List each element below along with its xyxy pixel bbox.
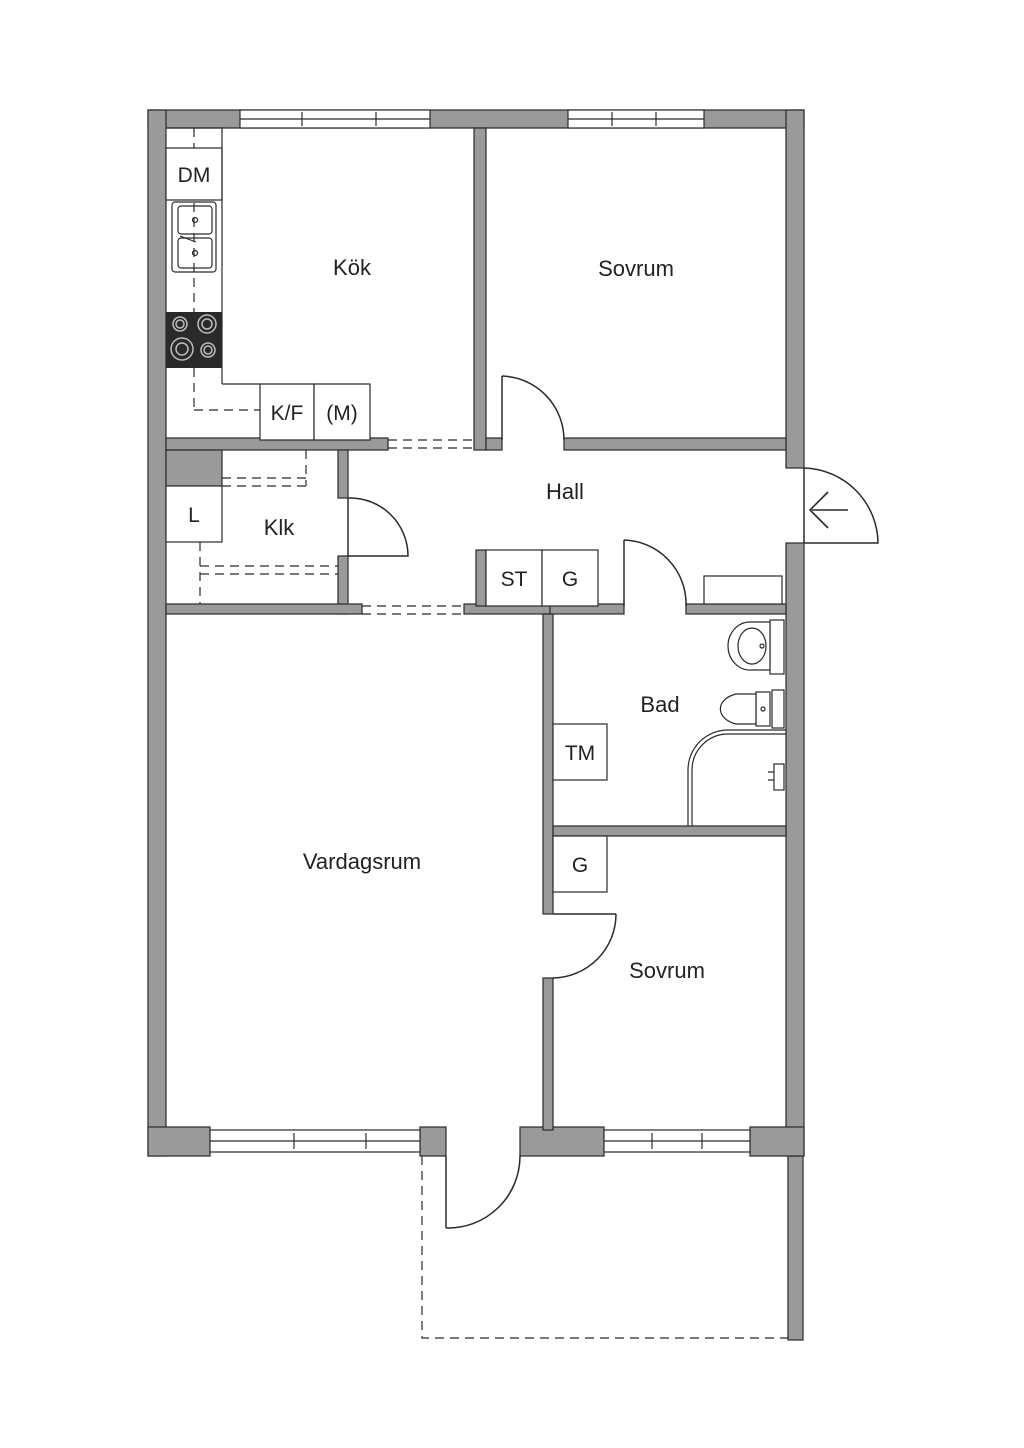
wall-west [147, 109, 167, 1157]
fixture-labels: DM K/F (M) L ST G TM G [178, 164, 596, 877]
fixture-label-hall-wardrobe: G [562, 568, 578, 591]
room-label-kitchen: Kök [333, 255, 372, 280]
hall-wardrobe-box [541, 549, 599, 607]
wall-south-right [749, 1126, 805, 1157]
wall-closet-hall [337, 449, 349, 499]
fixture-label-bedroom-wardrobe: G [572, 854, 588, 877]
doors [347, 375, 879, 1229]
fixture-label-dryer: TM [565, 742, 595, 765]
entrance-arrow-icon [808, 491, 848, 529]
sink-icon [171, 201, 217, 273]
walls [147, 109, 805, 1341]
fixture-label-storage: ST [501, 568, 528, 591]
room-label-bedroom-top: Sovrum [598, 256, 674, 281]
wall-east-upper [785, 109, 805, 469]
wall-bath-bedroom [552, 825, 787, 837]
stove-icon [166, 312, 222, 368]
room-label-closet: Klk [264, 515, 296, 540]
wall-bedroom-hall-left [485, 437, 503, 451]
room-label-bath: Bad [640, 692, 679, 717]
wall-kitchen-bedroom [473, 127, 487, 451]
door-closet [347, 497, 409, 557]
shower-icon [687, 729, 786, 826]
fixture-label-fridge: K/F [271, 402, 304, 425]
windows [209, 109, 751, 1153]
linen-box [165, 485, 223, 543]
wall-south-mid [419, 1126, 447, 1157]
toilet-icon [719, 689, 785, 729]
wall-east-balcony [787, 1155, 804, 1341]
wall-bath-top-right [685, 603, 787, 615]
door-balcony [445, 1155, 521, 1229]
wall-closet-corner [165, 449, 223, 487]
wall-bedroom-hall-right [563, 437, 787, 451]
room-labels: Kök Sovrum Hall Klk Bad Vardagsrum Sovru… [264, 255, 705, 983]
wall-south-center [519, 1126, 605, 1157]
fixture-label-microwave: (M) [326, 402, 357, 425]
wall-storage-left [475, 549, 487, 607]
hall-shelf [703, 575, 783, 605]
room-label-living: Vardagsrum [303, 849, 421, 874]
wall-east-middle [785, 542, 805, 1157]
room-label-hall: Hall [546, 479, 584, 504]
door-bedroom-bottom [552, 913, 617, 979]
washbasin-icon [727, 619, 785, 675]
wall-living-top-left [165, 603, 363, 615]
door-bath [623, 539, 687, 607]
fixture-label-linen: L [188, 504, 200, 527]
balcony-outline [421, 1156, 788, 1339]
door-entrance [803, 467, 879, 544]
wall-living-bedroom [542, 977, 554, 1131]
door-bedroom-top [501, 375, 565, 441]
wall-living-bath [542, 613, 554, 915]
fixture-label-dishwasher: DM [178, 164, 211, 187]
dashed-lines [193, 128, 788, 1339]
dryer-box [552, 723, 608, 781]
room-label-bedroom-bottom: Sovrum [629, 958, 705, 983]
bedroom-wardrobe-box [552, 835, 608, 893]
dishwasher-box [165, 147, 223, 201]
microwave-box [313, 383, 371, 441]
storage-box [485, 549, 543, 607]
wall-south-left [147, 1126, 211, 1157]
